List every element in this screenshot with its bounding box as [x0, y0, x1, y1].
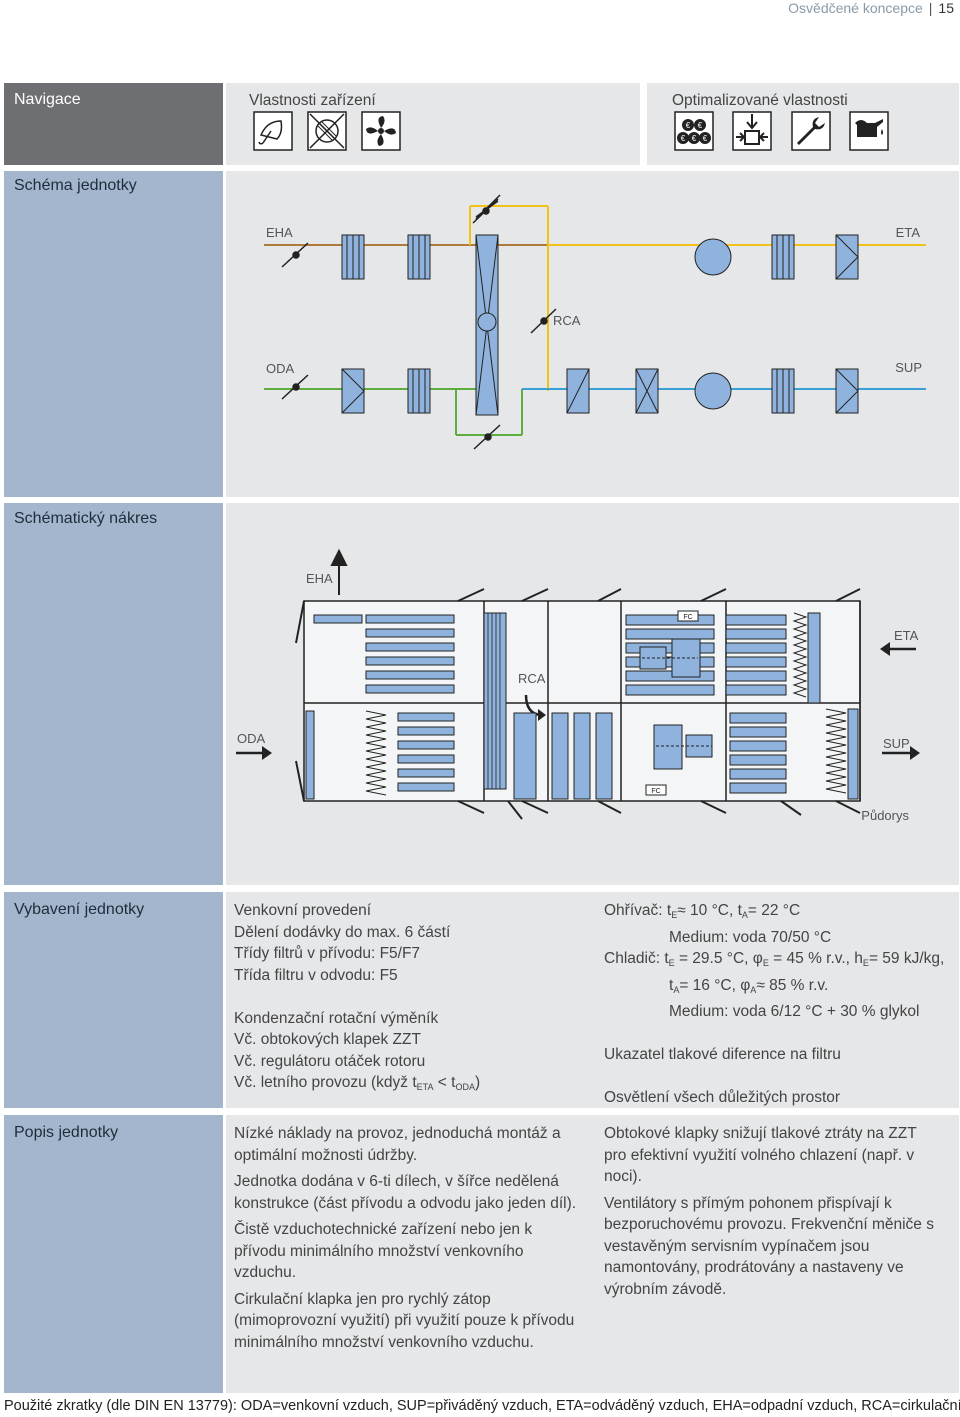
unit-schema-diagram: EHA ETA RCA ODA SUP	[264, 194, 926, 450]
fc-top-label: FC	[683, 614, 692, 621]
cooler-line-2: tA= 16 °C, φA≈ 85 % r.v.	[669, 976, 829, 995]
description-label: Popis jednotky	[14, 1124, 119, 1141]
desc-paragraph: Jednotka dodána v 6-ti dílech, v šířce n…	[234, 1173, 577, 1212]
drawing-sup-label: SUP	[883, 736, 910, 751]
svg-text:€: €	[681, 134, 686, 143]
bypass-dampers: Vč. obtokových klapek ZZT	[234, 1031, 421, 1048]
equipment-label-cell: Vybavení jednotky	[4, 892, 223, 1108]
description-panel: Nízké náklady na provoz, jednoduchá mont…	[226, 1115, 959, 1393]
desc-paragraph: Nízké náklady na provoz, jednoduchá mont…	[234, 1125, 561, 1164]
nav-label: Navigace	[14, 91, 81, 108]
header-separator: |	[928, 0, 933, 16]
euro-coins-icon[interactable]: €€ €€€	[674, 111, 714, 151]
schema-label-cell: Schéma jednotky	[4, 171, 223, 497]
svg-text:€: €	[698, 121, 703, 130]
features-panel: Vlastnosti zařízení	[226, 83, 640, 165]
header-title: Osvědčené koncepce	[788, 0, 923, 16]
pressure-indicator: Ukazatel tlakové diference na filtru	[604, 1046, 841, 1063]
unit-drawing: FC FC EHA ETA RCA ODA SUP Půdorys	[236, 548, 920, 823]
schema-rca-label: RCA	[553, 313, 581, 328]
cooler-line: Chladič: tE = 29.5 °C, φE = 45 % r.v., h…	[604, 950, 945, 968]
summer-operation: Vč. letního provozu (když tETA < tODA)	[234, 1074, 481, 1092]
wrench-icon[interactable]	[791, 111, 831, 151]
svg-text:€: €	[703, 134, 708, 143]
rotor-speed: Vč. regulátoru otáček rotoru	[234, 1052, 426, 1070]
schema-label: Schéma jednotky	[14, 177, 137, 194]
drawing-oda-label: ODA	[237, 731, 266, 746]
compact-unit-icon[interactable]	[732, 111, 772, 151]
description-col2: Obtokové klapky snižují tlakové ztráty n…	[604, 1123, 934, 1300]
page-number: 15	[938, 0, 954, 16]
features-label: Vlastnosti zařízení	[249, 92, 376, 109]
svg-text:€: €	[686, 121, 691, 130]
fc-bottom-label: FC	[651, 788, 660, 795]
fan-icon[interactable]	[361, 111, 401, 151]
lighting: Osvětlení všech důležitých prostor	[604, 1089, 841, 1106]
desc-paragraph: Ventilátory s přímým pohonem přispívají …	[604, 1194, 934, 1298]
equipment-label: Vybavení jednotky	[14, 901, 145, 918]
equipment-col2: Ohřívač: tE≈ 10 °C, tA= 22 °C Medium: vo…	[604, 900, 956, 1109]
schema-oda-label: ODA	[266, 361, 295, 376]
nav-label-cell: Navigace	[4, 83, 223, 165]
schema-sup-label: SUP	[895, 360, 922, 375]
oil-can-icon[interactable]	[849, 111, 889, 151]
svg-text:€: €	[692, 134, 697, 143]
cooler-medium: Medium: voda 6/12 °C + 30 % glykol	[669, 1003, 920, 1020]
description-label-cell: Popis jednotky	[4, 1115, 223, 1393]
outdoor-version: Venkovní provedení	[234, 902, 372, 919]
desc-paragraph: Cirkulační klapka jen pro rychlý zátop (…	[234, 1290, 575, 1351]
drawing-eta-label: ETA	[894, 628, 919, 643]
equipment-panel: Venkovní provedení Dělení dodávky do max…	[226, 892, 959, 1108]
plan-view-label: Půdorys	[861, 808, 909, 823]
description-col1: Nízké náklady na provoz, jednoduchá mont…	[234, 1123, 579, 1353]
page-header: Osvědčené koncepce | 15	[788, 0, 960, 22]
optimized-label: Optimalizované vlastnosti	[672, 92, 848, 109]
schema-eta-label: ETA	[896, 225, 921, 240]
drawing-panel: FC FC EHA ETA RCA ODA SUP Půdorys	[226, 503, 959, 885]
schema-eha-label: EHA	[266, 225, 293, 240]
drawing-label: Schématický nákres	[14, 510, 158, 527]
drawing-rca-label: RCA	[518, 671, 546, 686]
filter-supply: Třídy filtrů v přívodu: F5/F7	[234, 945, 421, 962]
umbrella-icon[interactable]	[253, 111, 293, 151]
rotary-exchanger: Kondenzační rotační výměník	[234, 1009, 439, 1027]
heater-line: Ohřívač: tE≈ 10 °C, tA= 22 °C	[604, 902, 801, 920]
filter-exhaust: Třída filtru v odvodu: F5	[234, 966, 398, 984]
desc-paragraph: Čistě vzduchotechnické zařízení nebo jen…	[234, 1221, 533, 1281]
drawing-eha-label: EHA	[306, 571, 333, 586]
drawing-label-cell: Schématický nákres	[4, 503, 223, 885]
abbreviations-footnote: Použité zkratky (dle DIN EN 13779): ODA=…	[4, 1398, 960, 1414]
heater-medium: Medium: voda 70/50 °C	[669, 928, 832, 946]
equipment-col1: Venkovní provedení Dělení dodávky do max…	[234, 900, 594, 1099]
damper-icon[interactable]	[307, 111, 347, 151]
schema-panel: EHA ETA RCA ODA SUP	[226, 171, 959, 497]
delivery-split: Dělení dodávky do max. 6 částí	[234, 923, 451, 941]
desc-paragraph: Obtokové klapky snižují tlakové ztráty n…	[604, 1125, 917, 1185]
